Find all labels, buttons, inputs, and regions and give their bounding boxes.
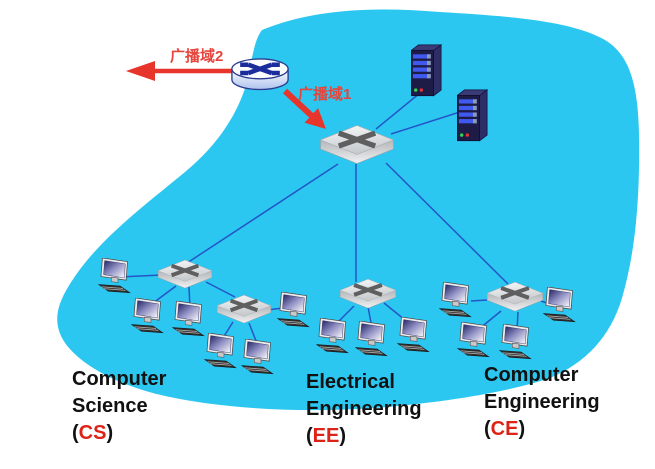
link-cs1-to-pc [119, 274, 163, 278]
broadcast-domain-1-region [57, 9, 640, 411]
server-icon [457, 89, 488, 142]
link-cs1-to-cs2 [205, 281, 236, 298]
dept-abbr-line: (CS) [72, 422, 114, 444]
broadcast-domain-1-label: 广播域1 [298, 86, 352, 103]
dept-abbr: CE [490, 418, 519, 440]
server-icon [411, 44, 442, 97]
router-icon [232, 59, 288, 90]
broadcast-domain-arrows [126, 61, 326, 129]
dept-abbr-line: (EE) [306, 425, 347, 447]
link-core-to-server-2 [390, 110, 464, 135]
cs-department-label: Computer Science (CS) [72, 366, 166, 447]
link-core-to-ce-switch [385, 162, 509, 285]
dept-abbr-line: (CE) [484, 418, 526, 440]
link-core-to-cs-switch-1 [186, 163, 339, 264]
ce-department-label: Computer Engineering (CE) [484, 362, 600, 443]
dept-name-line: Engineering [306, 398, 422, 420]
link-ce-to-pc [470, 299, 488, 302]
broadcast-domain-1-arrow [282, 88, 326, 129]
dept-name-line: Computer [484, 364, 579, 386]
dept-abbr: EE [312, 425, 340, 447]
dept-name-line: Electrical [306, 371, 395, 393]
ee-department-label: Electrical Engineering (EE) [306, 369, 422, 450]
broadcast-domain-2-label: 广播域2 [170, 48, 224, 65]
dept-name-line: Engineering [484, 391, 600, 413]
dept-name-line: Computer [72, 368, 167, 390]
link-core-to-server-1 [375, 92, 421, 130]
dept-abbr: CS [78, 422, 107, 444]
broadcast-domain-2-arrow [126, 61, 237, 81]
dept-name-line: Science [72, 395, 148, 417]
